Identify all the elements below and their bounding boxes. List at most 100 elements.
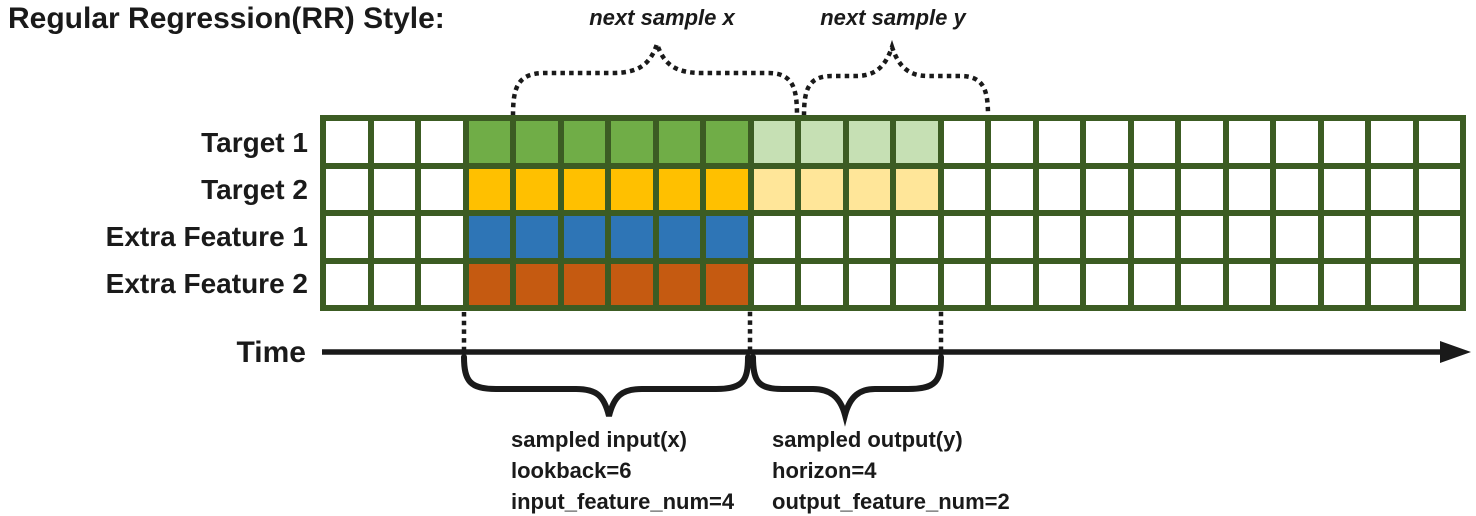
grid-cell-yellow xyxy=(468,168,510,210)
sampled-output-caption-line-3: output_feature_num=2 xyxy=(772,489,1010,514)
grid-cell-empty xyxy=(801,216,843,258)
grid-cell-blue xyxy=(563,216,605,258)
row-label-target-2: Target 2 xyxy=(201,174,308,205)
grid-cell-empty xyxy=(1038,121,1080,163)
grid-cell-empty xyxy=(943,263,985,305)
grid-cell-light-yellow xyxy=(896,168,938,210)
grid-cell-light-green xyxy=(848,121,890,163)
grid-cell-blue xyxy=(706,216,748,258)
grid-cell-empty xyxy=(1418,168,1460,210)
grid-cell-empty xyxy=(1276,263,1318,305)
grid-cell-light-green xyxy=(801,121,843,163)
grid-cell-empty xyxy=(326,121,368,163)
grid-cell-empty xyxy=(896,263,938,305)
next-sample-y-brace xyxy=(801,39,991,117)
grid-cell-empty xyxy=(1086,216,1128,258)
grid-cell-empty xyxy=(1276,168,1318,210)
grid-cell-empty xyxy=(753,263,795,305)
grid-cell-empty xyxy=(1133,168,1175,210)
grid-cell-empty xyxy=(1228,263,1270,305)
grid-cell-empty xyxy=(421,216,463,258)
grid-cell-yellow xyxy=(563,168,605,210)
grid-cell-orange xyxy=(468,263,510,305)
sampled-input-caption: sampled input(x) lookback=6 input_featur… xyxy=(511,424,734,516)
grid-cell-empty xyxy=(1133,121,1175,163)
grid-cell-empty xyxy=(848,263,890,305)
sampled-input-brace xyxy=(461,354,751,417)
grid-cell-orange xyxy=(706,263,748,305)
sample-grid xyxy=(320,115,1466,311)
grid-cell-empty xyxy=(1276,121,1318,163)
sampled-output-caption: sampled output(y) horizon=4 output_featu… xyxy=(772,424,1010,516)
grid-cell-empty xyxy=(1086,121,1128,163)
grid-cell-empty xyxy=(991,263,1033,305)
grid-cell-empty xyxy=(943,216,985,258)
grid-cell-empty xyxy=(991,121,1033,163)
sampled-output-caption-line-2: horizon=4 xyxy=(772,458,877,483)
grid-cell-empty xyxy=(1323,216,1365,258)
grid-cell-empty xyxy=(326,263,368,305)
grid-cell-orange xyxy=(516,263,558,305)
grid-cell-empty xyxy=(1038,168,1080,210)
sampled-input-caption-line-3: input_feature_num=4 xyxy=(511,489,735,514)
grid-cell-empty xyxy=(801,263,843,305)
grid-cell-yellow xyxy=(706,168,748,210)
grid-cell-empty xyxy=(896,216,938,258)
grid-cell-green xyxy=(516,121,558,163)
grid-cell-empty xyxy=(1323,263,1365,305)
grid-cell-empty xyxy=(421,121,463,163)
grid-cell-green xyxy=(611,121,653,163)
grid-cell-empty xyxy=(326,168,368,210)
grid-cell-empty xyxy=(1418,216,1460,258)
grid-cell-empty xyxy=(1038,216,1080,258)
grid-cell-empty xyxy=(1323,121,1365,163)
sampled-input-caption-line-2: lookback=6 xyxy=(511,458,632,483)
grid-cell-empty xyxy=(1181,216,1223,258)
sampled-output-brace xyxy=(750,354,944,427)
grid-cell-empty xyxy=(1371,216,1413,258)
grid-cell-empty xyxy=(1323,168,1365,210)
grid-cell-empty xyxy=(943,121,985,163)
grid-cell-empty xyxy=(1133,263,1175,305)
grid-cell-light-green xyxy=(896,121,938,163)
next-sample-x-label: next sample x xyxy=(589,5,735,30)
grid-cell-empty xyxy=(373,121,415,163)
row-label-target-1: Target 1 xyxy=(201,127,308,158)
grid-cell-blue xyxy=(516,216,558,258)
grid-cell-empty xyxy=(1418,263,1460,305)
grid-cell-empty xyxy=(1133,216,1175,258)
grid-cell-yellow xyxy=(516,168,558,210)
grid-cell-empty xyxy=(1276,216,1318,258)
grid-cell-orange xyxy=(611,263,653,305)
grid-cell-light-yellow xyxy=(801,168,843,210)
grid-cell-empty xyxy=(848,216,890,258)
grid-cell-orange xyxy=(658,263,700,305)
time-axis-label: Time xyxy=(236,336,306,369)
grid-cell-empty xyxy=(1181,263,1223,305)
grid-cell-empty xyxy=(1038,263,1080,305)
grid-cell-light-yellow xyxy=(848,168,890,210)
grid-cell-empty xyxy=(753,216,795,258)
grid-cell-empty xyxy=(326,216,368,258)
grid-cell-empty xyxy=(1371,121,1413,163)
grid-cell-orange xyxy=(563,263,605,305)
grid-cell-empty xyxy=(373,168,415,210)
time-axis-arrowhead-icon xyxy=(1440,341,1471,363)
grid-cell-empty xyxy=(1181,168,1223,210)
grid-cell-green xyxy=(706,121,748,163)
grid-cell-empty xyxy=(373,216,415,258)
grid-cell-empty xyxy=(1086,168,1128,210)
grid-cell-empty xyxy=(1371,168,1413,210)
grid-cell-empty xyxy=(421,263,463,305)
grid-cell-empty xyxy=(991,168,1033,210)
grid-cell-yellow xyxy=(658,168,700,210)
next-sample-x-brace xyxy=(510,36,800,117)
grid-cell-empty xyxy=(1228,216,1270,258)
grid-cell-empty xyxy=(1371,263,1413,305)
grid-cell-empty xyxy=(1418,121,1460,163)
grid-cell-empty xyxy=(421,168,463,210)
grid-cell-green xyxy=(563,121,605,163)
row-label-extra-feature-2: Extra Feature 2 xyxy=(105,268,308,299)
grid-cell-empty xyxy=(943,168,985,210)
